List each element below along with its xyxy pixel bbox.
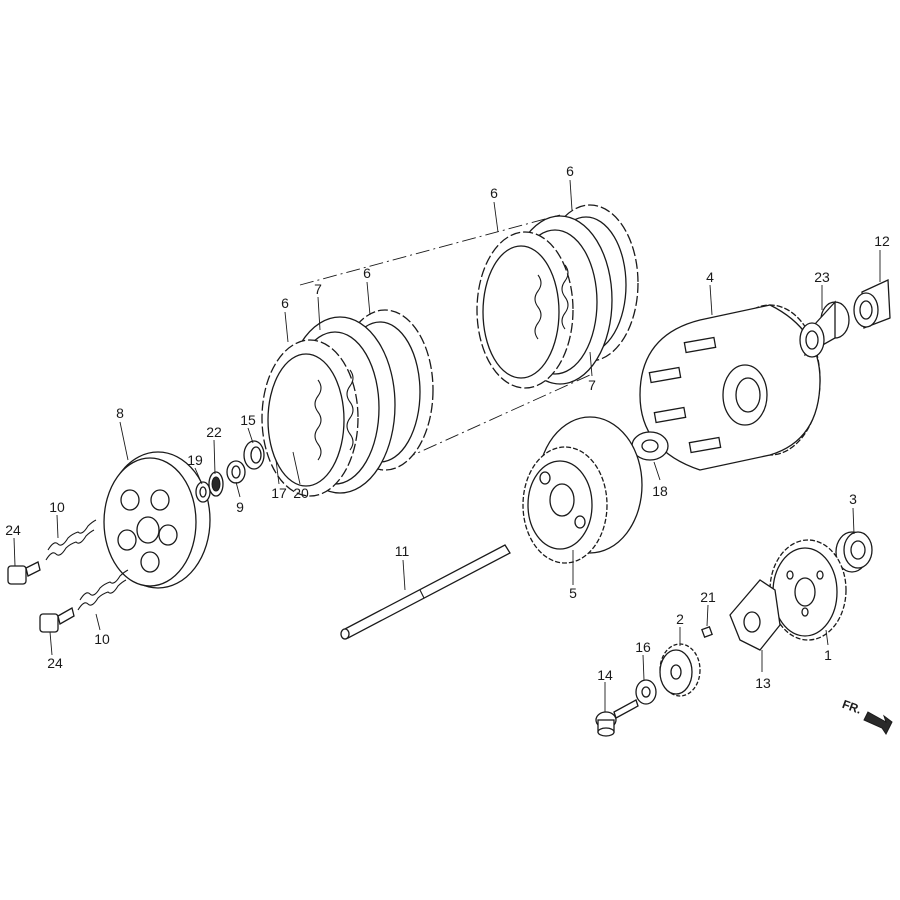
flange-bolt <box>595 699 639 737</box>
callout-23: 23 <box>814 269 830 285</box>
bushing <box>853 279 891 329</box>
callout-6-right-inner: 6 <box>566 163 574 179</box>
callout-8: 8 <box>116 405 124 421</box>
callout-13: 13 <box>755 675 771 691</box>
right-plate-stack <box>476 204 639 389</box>
clutch-springs <box>45 519 129 611</box>
front-direction-marker <box>863 711 893 735</box>
callout-labels: 1 2 3 4 5 6 6 6 6 7 7 8 9 10 10 11 12 13… <box>5 163 890 717</box>
callout-18: 18 <box>652 483 668 499</box>
callout-20: 20 <box>293 485 309 501</box>
callout-1: 1 <box>824 647 832 663</box>
spring-bolts <box>7 561 75 633</box>
callout-2: 2 <box>676 611 684 627</box>
small-gear <box>659 643 701 697</box>
callout-6-left-outer: 6 <box>281 295 289 311</box>
callout-21: 21 <box>700 589 716 605</box>
drive-gear <box>769 539 847 641</box>
callout-4: 4 <box>706 269 714 285</box>
arrow-right-down-icon <box>863 711 893 735</box>
callout-6-left-inner: 6 <box>363 265 371 281</box>
pin <box>701 626 713 638</box>
callout-10-lower: 10 <box>94 631 110 647</box>
front-direction-label: FR. <box>840 697 863 717</box>
callout-17: 17 <box>271 485 287 501</box>
callout-10-upper: 10 <box>49 499 65 515</box>
callout-5: 5 <box>569 585 577 601</box>
pressure-plate <box>103 451 211 589</box>
callout-22: 22 <box>206 424 222 440</box>
clutch-outer <box>639 304 821 471</box>
callout-11: 11 <box>395 543 410 559</box>
callout-7-right: 7 <box>588 377 596 393</box>
lock-plate <box>729 579 781 651</box>
callout-6-right-outer: 6 <box>490 185 498 201</box>
callout-24-upper: 24 <box>5 522 21 538</box>
callout-16: 16 <box>635 639 651 655</box>
washer <box>635 679 657 705</box>
bearing <box>835 531 873 573</box>
callout-24-lower: 24 <box>47 655 63 671</box>
push-rod <box>340 544 511 640</box>
clutch-center <box>522 416 643 564</box>
thrust-washer <box>631 431 669 461</box>
leader-lines <box>13 179 881 712</box>
callout-9: 9 <box>236 499 244 515</box>
callout-7-left: 7 <box>314 281 322 297</box>
callout-15: 15 <box>240 412 256 428</box>
needle-bearing <box>799 300 850 358</box>
callout-19: 19 <box>187 452 203 468</box>
alignment-lines <box>299 214 591 471</box>
callout-14: 14 <box>597 667 613 683</box>
callout-12: 12 <box>874 233 890 249</box>
callout-3: 3 <box>849 491 857 507</box>
left-plate-stack <box>261 309 434 497</box>
